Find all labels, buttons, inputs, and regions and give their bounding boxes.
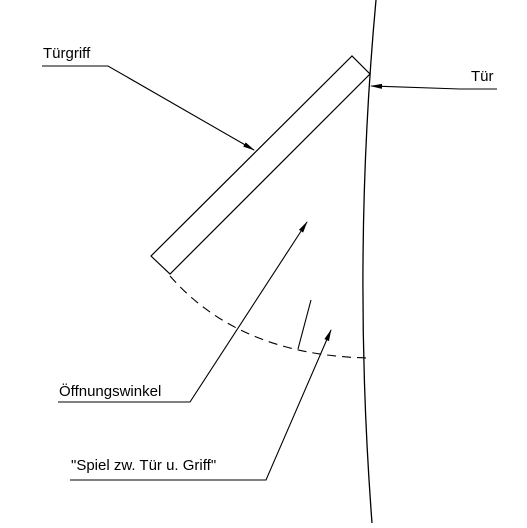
label-opening-angle: Öffnungswinkel — [59, 382, 161, 400]
angle-tick — [297, 299, 312, 350]
handle-leader — [42, 65, 255, 151]
label-door: Tür — [471, 68, 494, 85]
clearance-leader — [70, 329, 332, 481]
door-handle-shape — [150, 55, 371, 275]
door-leader — [370, 83, 497, 90]
label-clearance: "Spiel zw. Tür u. Griff" — [71, 457, 216, 474]
swing-arc — [169, 275, 371, 359]
door-line — [362, 0, 377, 524]
opening-angle-leader — [58, 221, 308, 403]
label-handle: Türgriff — [43, 45, 91, 62]
